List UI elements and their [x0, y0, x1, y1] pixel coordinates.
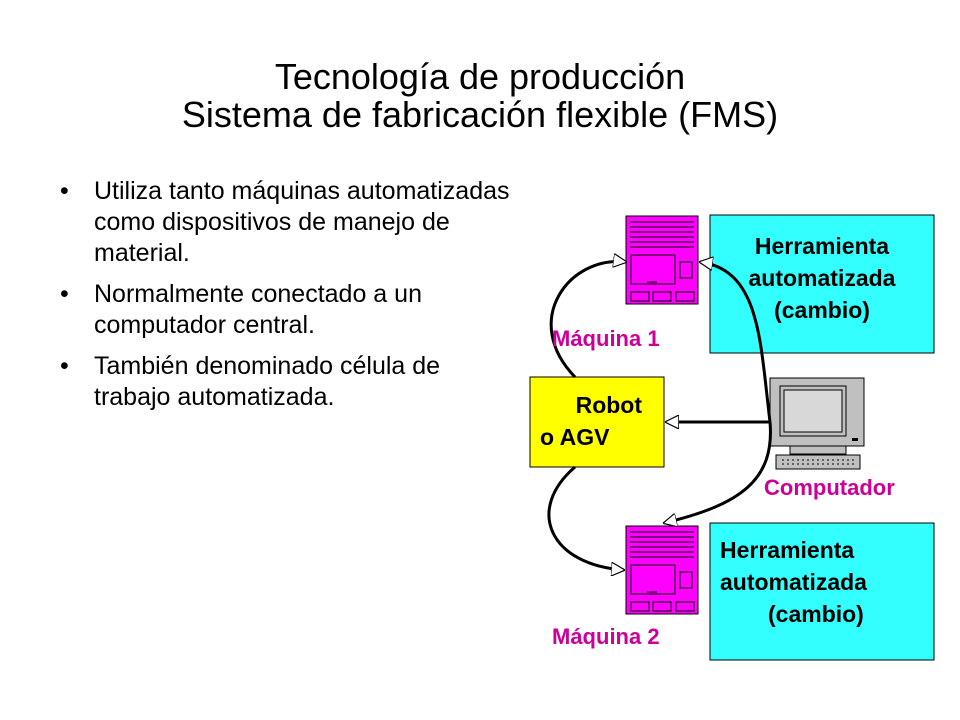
tool-2-line-3: (cambio)	[768, 601, 864, 627]
robot-line-2: o AGV	[540, 424, 610, 450]
robot-line-1: Robot	[575, 392, 642, 418]
bullet-text: También denominado célula de trabajo aut…	[94, 352, 441, 411]
computer-icon	[769, 377, 865, 470]
robot-box	[529, 376, 665, 468]
tool-1-line-3: (cambio)	[774, 297, 870, 323]
tool-2-text: Herramienta automatizada (cambio)	[700, 534, 920, 630]
page-title: Tecnología de producción Sistema de fabr…	[0, 58, 960, 134]
machine-2-icon	[625, 525, 699, 615]
bullet-item: • Utiliza tanto máquinas automatizadas c…	[58, 176, 518, 269]
arrow-computer-to-machine2	[664, 421, 772, 523]
bullet-text: Normalmente conectado a un computador ce…	[94, 280, 422, 339]
tool-1-line-1: Herramienta	[754, 233, 890, 259]
machine-2-label: Máquina 2	[552, 624, 660, 649]
title-line-1: Tecnología de producción	[274, 56, 686, 97]
arrow-robot-to-machine2	[547, 465, 624, 570]
bullet-text: Utiliza tanto máquinas automatizadas com…	[94, 177, 510, 267]
tool-box-2	[709, 522, 935, 661]
bullet-item: • También denominado célula de trabajo a…	[58, 351, 518, 413]
machine-1-label: Máquina 1	[552, 326, 660, 351]
bullet-item: • Normalmente conectado a un computador …	[58, 279, 518, 341]
tool-box-1	[709, 214, 935, 354]
robot-text: Robot o AGV	[530, 389, 664, 453]
bullet-list: • Utiliza tanto máquinas automatizadas c…	[58, 176, 518, 423]
bullet-dot-icon: •	[60, 352, 69, 380]
tool-1-text: Herramienta automatizada (cambio)	[712, 230, 932, 326]
title-line-2: Sistema de fabricación flexible (FMS)	[181, 94, 779, 135]
tool-2-line-1: Herramienta	[720, 537, 855, 563]
tool-1-line-2: automatizada	[748, 265, 896, 291]
bullet-dot-icon: •	[60, 177, 69, 205]
arrow-computer-to-machine1	[700, 262, 772, 423]
machine-1-icon	[625, 215, 699, 305]
tool-2-line-2: automatizada	[720, 569, 867, 595]
arrow-robot-to-machine1	[549, 261, 626, 379]
bullet-dot-icon: •	[60, 280, 69, 308]
computer-label: Computador	[764, 475, 895, 500]
